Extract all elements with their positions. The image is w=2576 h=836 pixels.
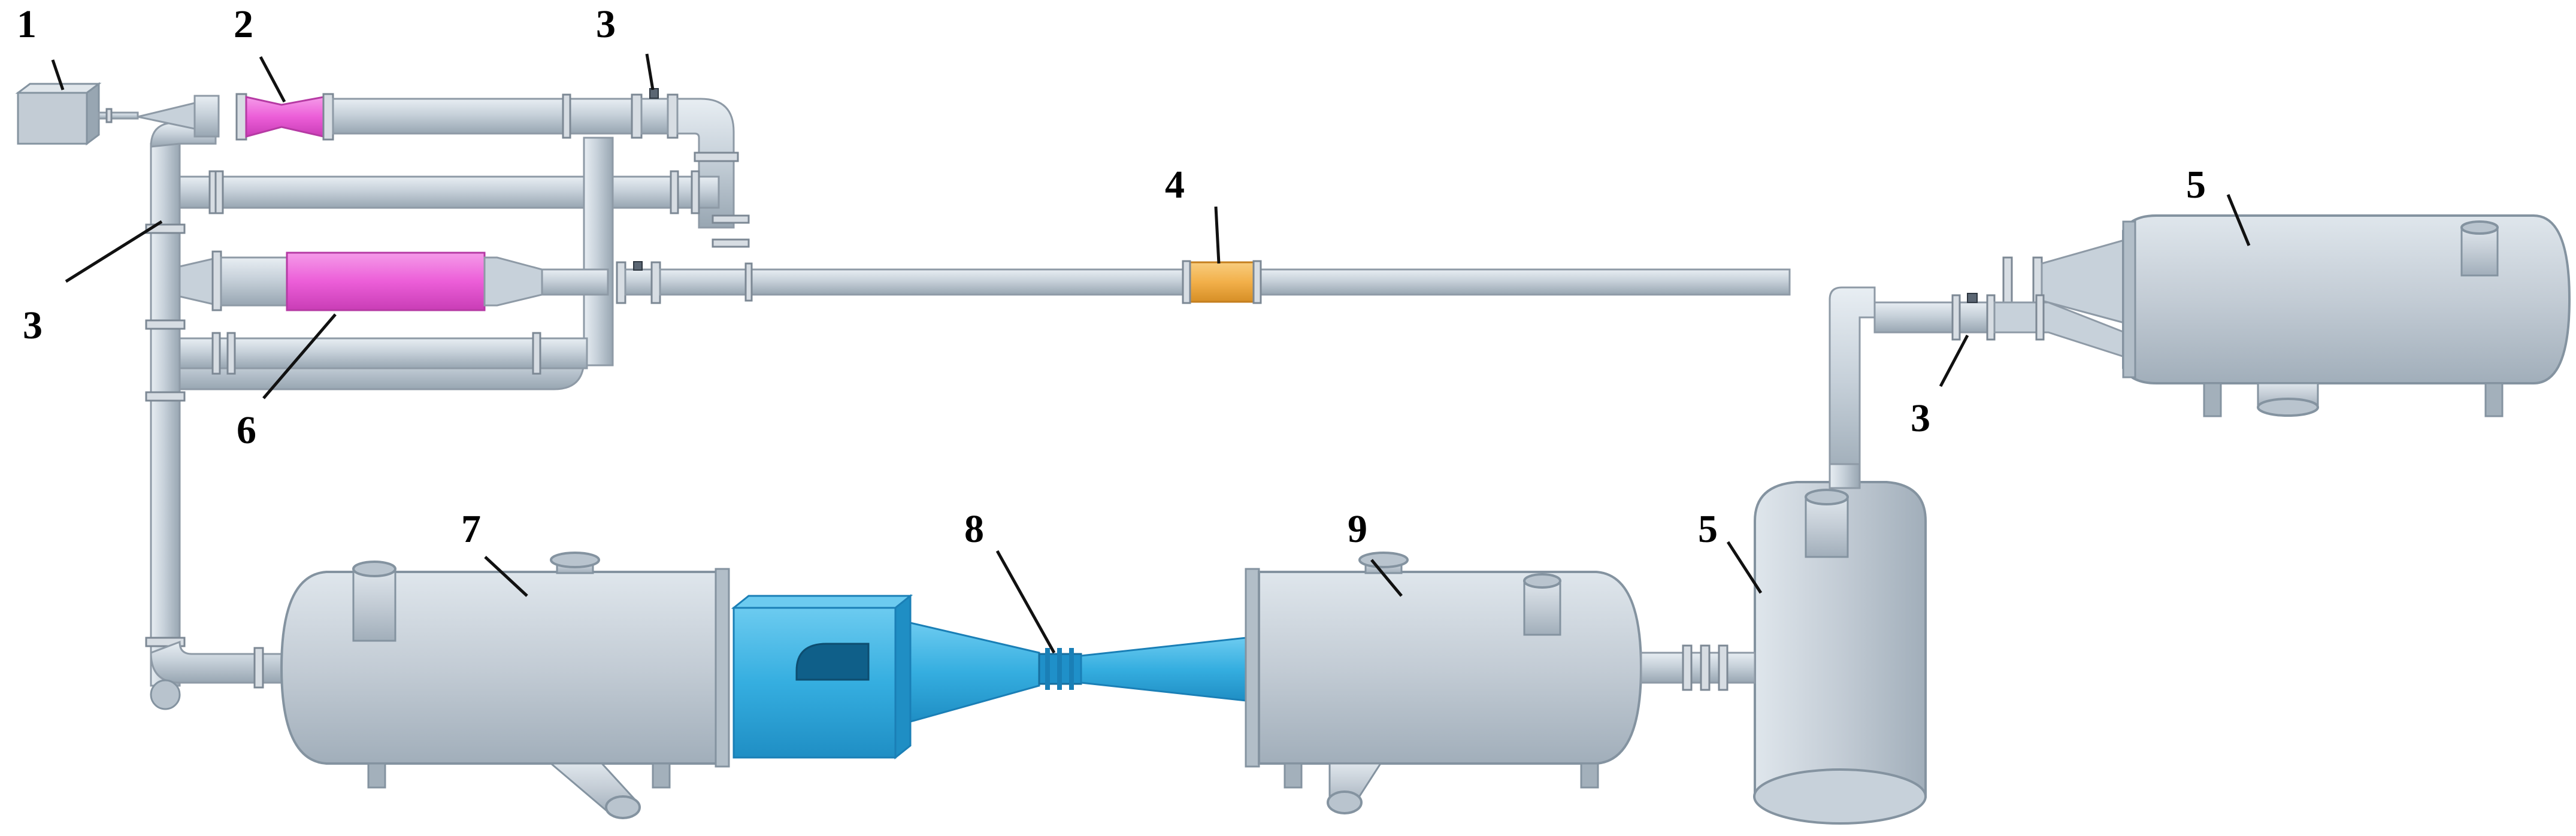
label-5-vertical: 5 [1698, 507, 1718, 551]
label-4: 4 [1165, 163, 1185, 207]
label-3-left: 3 [23, 304, 43, 347]
component-8-throat [1038, 648, 1082, 690]
label-9: 9 [1348, 507, 1367, 551]
valve-3-right [1957, 293, 1988, 334]
tank-9 [1245, 552, 1756, 814]
label-5-right: 5 [2186, 163, 2206, 207]
component-1-box [15, 82, 139, 146]
valve-3-top [640, 88, 669, 135]
label-3-right: 3 [1911, 396, 1930, 440]
main-run [178, 238, 2127, 325]
branch-4 [178, 332, 588, 375]
left-manifold [145, 122, 283, 710]
label-3-top: 3 [596, 2, 616, 46]
tank-5-vertical [1753, 463, 1927, 825]
component-2-venturi [245, 96, 325, 138]
label-7: 7 [461, 507, 481, 551]
label-1: 1 [17, 2, 37, 46]
component-6-heater [286, 252, 486, 311]
return-line [1829, 286, 2133, 492]
component-labels: 1 2 3 3 4 5 6 3 7 8 9 5 [17, 2, 2206, 551]
leader-lines [51, 53, 2251, 654]
label-8: 8 [964, 507, 984, 551]
label-2: 2 [234, 2, 253, 46]
test-section-block [731, 593, 1247, 760]
tank-7 [280, 552, 730, 819]
valve-3-mid [624, 261, 653, 296]
tank-5-horizontal [2122, 214, 2571, 417]
label-6: 6 [237, 408, 256, 452]
component-4-section [1188, 261, 1256, 303]
